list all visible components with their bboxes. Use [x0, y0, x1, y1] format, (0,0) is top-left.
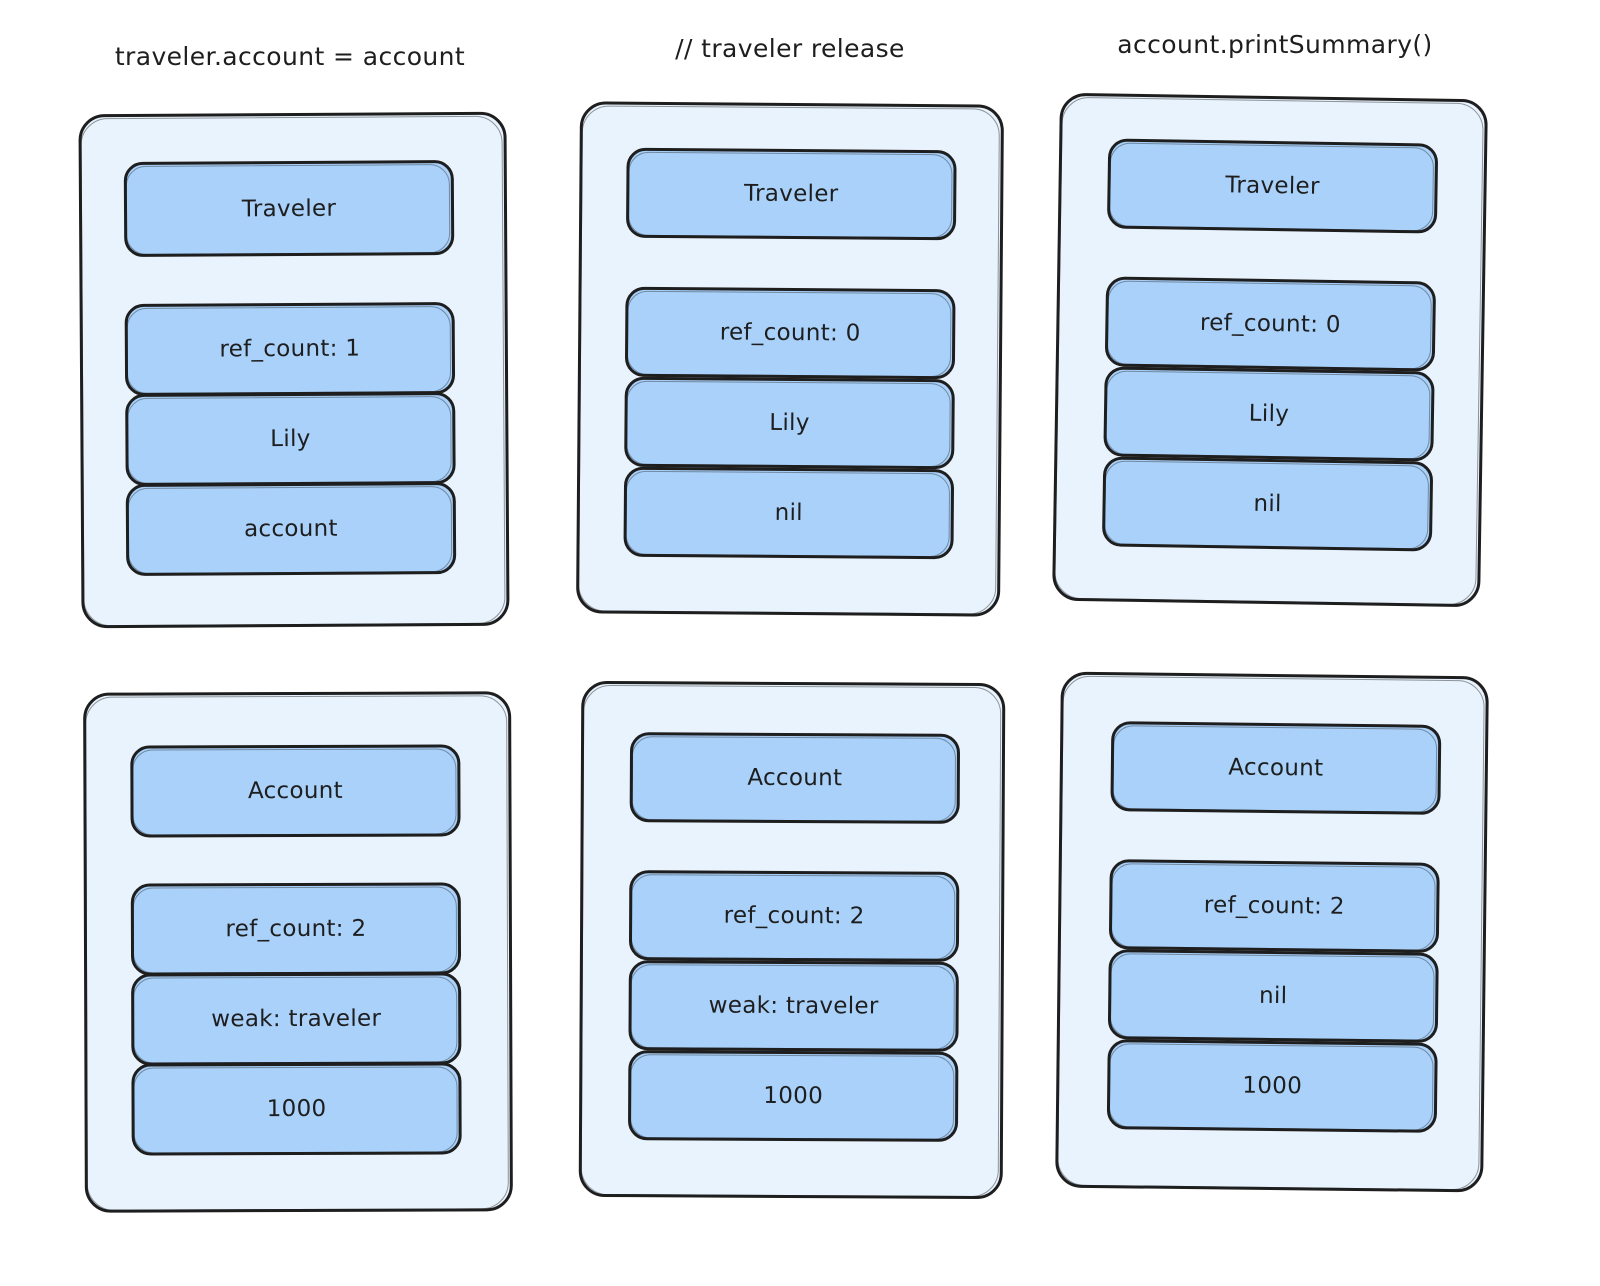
card-field-label-0: ref_count: 2 [723, 902, 865, 930]
card-header-label: Traveler [241, 195, 337, 222]
card-field-label-2: account [244, 515, 338, 543]
card-header-label: Traveler [1225, 172, 1320, 200]
card-field-box-1: weak: traveler [628, 960, 959, 1052]
card-field-box-1: Lily [125, 392, 456, 487]
card-field-box-1: Lily [624, 376, 955, 470]
card-field-label-0: ref_count: 1 [219, 335, 361, 363]
card-field-label-1: weak: traveler [211, 1005, 382, 1033]
card-header-box: Traveler [625, 147, 957, 241]
card-field-label-2: nil [1253, 490, 1282, 518]
card-header-box: Account [1110, 721, 1442, 815]
card-field-box-2: nil [1101, 456, 1434, 552]
card-header-label: Account [247, 777, 343, 805]
column-title-2: account.printSummary() [1117, 30, 1433, 59]
card-field-box-0: ref_count: 0 [1104, 276, 1437, 372]
card-field-label-1: nil [1258, 982, 1288, 1010]
card-field-label-2: 1000 [763, 1082, 824, 1110]
card-account-step1: Account ref_count: 2 weak: traveler 1000 [83, 691, 513, 1213]
column-title-1: // traveler release [675, 34, 905, 63]
card-field-label-0: ref_count: 2 [225, 915, 367, 943]
card-traveler-step1: Traveler ref_count: 1 Lily account [78, 111, 510, 629]
card-field-label-2: 1000 [1242, 1072, 1303, 1100]
card-field-box-0: ref_count: 2 [628, 870, 960, 962]
card-field-label-0: ref_count: 2 [1203, 892, 1345, 920]
card-field-box-1: weak: traveler [131, 972, 462, 1066]
card-field-box-0: ref_count: 2 [1108, 859, 1440, 953]
card-header-label: Account [747, 764, 843, 792]
card-header-label: Account [1228, 754, 1324, 782]
card-field-box-2: nil [623, 466, 955, 560]
card-traveler-step3: Traveler ref_count: 0 Lily nil [1052, 92, 1488, 608]
card-header-box: Account [130, 744, 461, 838]
card-account-step3: Account ref_count: 2 nil 1000 [1055, 671, 1489, 1193]
card-field-box-2: 1000 [131, 1062, 462, 1156]
card-field-box-1: Lily [1103, 366, 1435, 462]
card-field-box-0: ref_count: 2 [130, 882, 462, 976]
card-field-box-2: 1000 [627, 1050, 959, 1142]
card-header-box: Traveler [123, 160, 455, 258]
card-field-label-1: Lily [270, 425, 311, 453]
card-header-label: Traveler [743, 180, 839, 208]
card-header-box: Traveler [1106, 138, 1439, 234]
card-field-box-0: ref_count: 0 [624, 286, 956, 380]
card-field-label-0: ref_count: 0 [1199, 309, 1342, 339]
card-field-label-2: 1000 [266, 1095, 327, 1123]
column-title-0: traveler.account = account [114, 42, 466, 71]
card-field-label-0: ref_count: 0 [719, 319, 861, 347]
card-header-box: Account [629, 732, 961, 824]
card-field-box-2: account [125, 482, 457, 577]
card-field-label-2: nil [774, 499, 804, 527]
card-traveler-step2: Traveler ref_count: 0 Lily nil [575, 101, 1005, 617]
card-field-box-1: nil [1107, 949, 1439, 1043]
card-field-box-0: ref_count: 1 [124, 302, 456, 397]
card-field-label-1: Lily [769, 409, 810, 437]
card-account-step2: Account ref_count: 2 weak: traveler 1000 [578, 680, 1006, 1200]
card-field-box-2: 1000 [1106, 1039, 1438, 1133]
card-field-label-1: Lily [1248, 400, 1290, 428]
card-field-label-1: weak: traveler [708, 992, 879, 1020]
